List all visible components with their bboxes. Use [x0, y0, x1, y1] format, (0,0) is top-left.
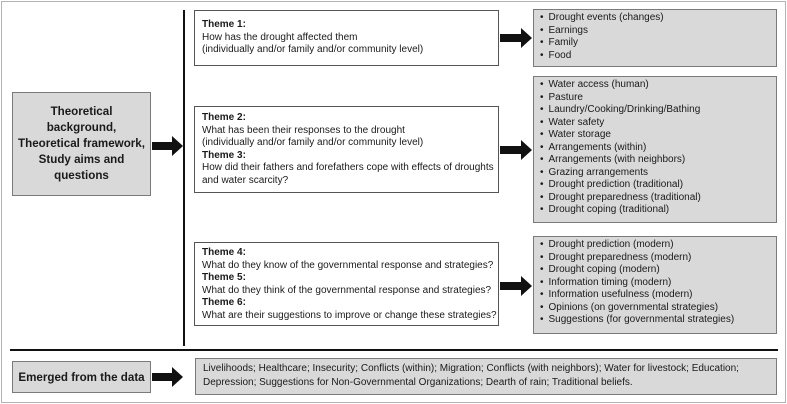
theme-4-5-6-box: Theme 4: What do they know of the govern… — [194, 242, 499, 326]
arrow-theme-1 — [500, 28, 532, 48]
theme-question: (individually and/or family and/or commu… — [202, 44, 424, 55]
emerged-from-data-box: Emerged from the data — [12, 361, 151, 393]
outcome-item: Information timing (modern) — [540, 277, 770, 290]
theme-question: What has been their responses to the dro… — [202, 124, 405, 136]
outcome-item: Earnings — [540, 25, 770, 38]
outcome-item: Water access (human) — [540, 79, 770, 92]
outcome-item: Drought events (changes) — [540, 12, 770, 25]
outcome-item: Drought coping (traditional) — [540, 204, 770, 217]
outcome-item: Suggestions (for governmental strategies… — [540, 314, 770, 327]
arrow-left-to-themes — [152, 136, 183, 156]
theme-question: What are their suggestions to improve or… — [202, 309, 497, 321]
arrow-theme-2-3 — [500, 140, 532, 160]
theme-4-5-6-outcomes-box: Drought prediction (modern) Drought prep… — [533, 236, 777, 334]
emerged-label: Emerged from the data — [18, 370, 145, 384]
outcome-item: Grazing arrangements — [540, 167, 770, 180]
outcome-item: Arrangements (within) — [540, 142, 770, 155]
theme-1-outcomes-box: Drought events (changes) Earnings Family… — [533, 9, 777, 67]
theoretical-background-box: Theoretical background, Theoretical fram… — [12, 92, 151, 196]
outcome-item: Laundry/Cooking/Drinking/Bathing — [540, 104, 770, 117]
outcome-item: Drought preparedness (modern) — [540, 252, 770, 265]
theme-question: (individually and/or family and/or commu… — [202, 137, 424, 148]
outcome-item: Information usefulness (modern) — [540, 289, 770, 302]
emerged-themes-text: Livelihoods; Healthcare; Insecurity; Con… — [203, 363, 739, 388]
outcome-item: Food — [540, 50, 770, 63]
theme-title: Theme 3: — [202, 149, 246, 161]
emerged-themes-box: Livelihoods; Healthcare; Insecurity; Con… — [195, 358, 777, 395]
theme-title: Theme 6: — [202, 297, 246, 308]
theme-title: Theme 2: — [202, 112, 246, 123]
theme-title: Theme 4: — [202, 247, 246, 258]
vertical-divider — [183, 10, 185, 346]
outcome-item: Drought prediction (modern) — [540, 239, 770, 252]
outcome-item: Drought coping (modern) — [540, 264, 770, 277]
left-box-line: Theoretical framework, — [18, 137, 145, 150]
left-box-line: Study aims and — [38, 153, 125, 166]
outcome-item: Drought preparedness (traditional) — [540, 192, 770, 205]
outcome-item: Drought prediction (traditional) — [540, 179, 770, 192]
arrow-theme-4-5-6 — [500, 276, 532, 296]
arrow-emerged — [152, 367, 183, 387]
outcome-item: Arrangements (with neighbors) — [540, 154, 770, 167]
left-box-line: questions — [54, 169, 109, 182]
left-box-line: Theoretical background, — [46, 105, 117, 134]
outcome-item: Opinions (on governmental strategies) — [540, 302, 770, 315]
theme-question: What do they know of the governmental re… — [202, 259, 494, 271]
theme-question: What do they think of the governmental r… — [202, 284, 492, 296]
theme-question: How has the drought affected them — [202, 31, 358, 43]
theme-title: Theme 5: — [202, 272, 246, 283]
outcome-item: Pasture — [540, 92, 770, 105]
theme-question: and water scarcity? — [202, 174, 289, 186]
outcome-item: Water safety — [540, 117, 770, 130]
theme-title: Theme 1: — [202, 19, 246, 30]
theme-question: How did their fathers and forefathers co… — [202, 162, 494, 173]
horizontal-divider — [10, 349, 778, 351]
outcome-item: Water storage — [540, 129, 770, 142]
outcome-item: Family — [540, 37, 770, 50]
theme-2-3-box: Theme 2: What has been their responses t… — [194, 106, 499, 193]
theme-2-3-outcomes-box: Water access (human) Pasture Laundry/Coo… — [533, 76, 777, 223]
theme-1-box: Theme 1: How has the drought affected th… — [194, 10, 499, 66]
